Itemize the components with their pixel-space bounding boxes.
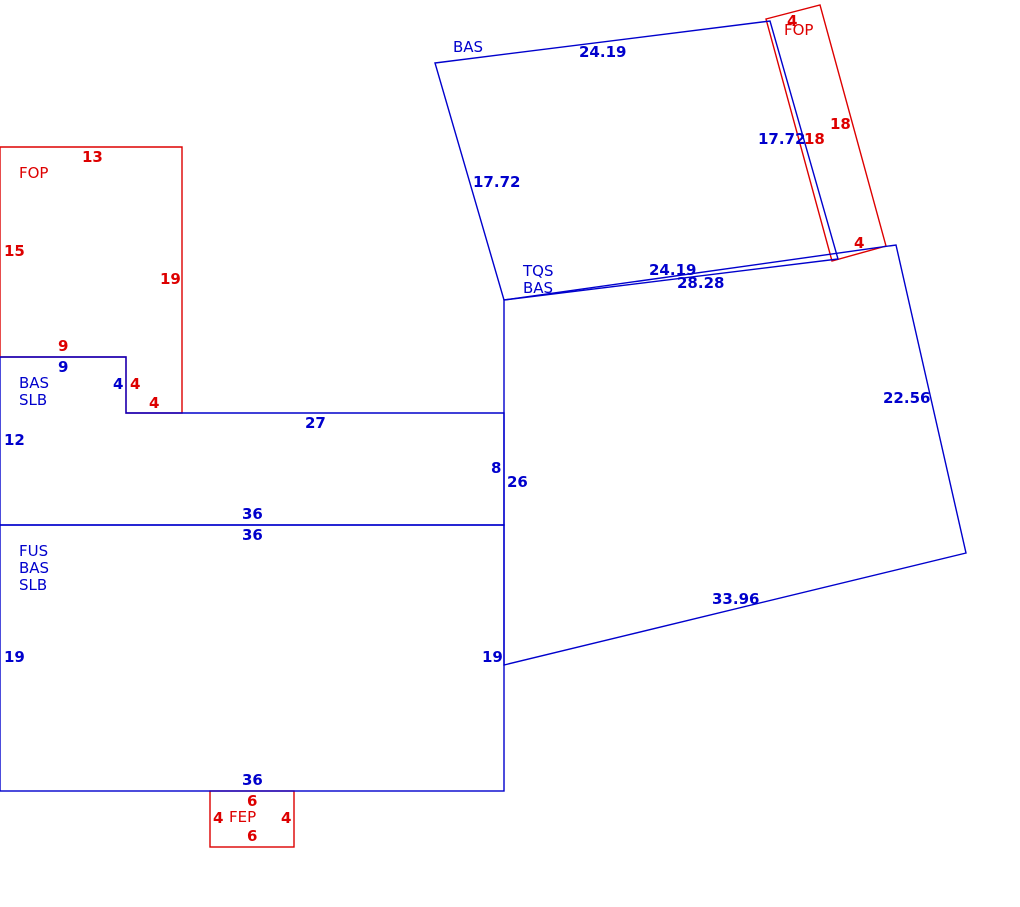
bas-right-outline — [503, 244, 967, 666]
bas-top-left-dim: 17.72 — [473, 173, 520, 191]
fop-left-notch-side-dim: 4 — [130, 375, 140, 393]
bas-upper-top-dim: 9 — [58, 358, 68, 376]
bas-right-bottom-dim: 33.96 — [712, 590, 759, 608]
slb-lower-area-label: SLB — [19, 576, 47, 594]
bas-lower-right-dim: 19 — [482, 648, 503, 666]
fep-area-label: FEP — [229, 808, 256, 826]
fop-left-notch-bottom-dim: 4 — [149, 394, 159, 412]
bas-right-right-dim: 22.56 — [883, 389, 930, 407]
bas-top-right-dim: 17.72 — [758, 130, 805, 148]
bas-right-area-label: BAS — [523, 279, 553, 297]
bas-lower-bottom-dim: 36 — [242, 771, 263, 789]
bas-top-outline — [434, 20, 839, 301]
bas-upper-area-label: BAS — [19, 374, 49, 392]
fop-right-outer-dim: 18 — [830, 115, 851, 133]
fop-left-area-label: FOP — [19, 164, 48, 182]
bas-lower-outline — [0, 524, 505, 792]
bas-upper-outline — [0, 356, 505, 526]
bas-upper-notch-dim: 4 — [113, 375, 123, 393]
fop-right-inner-dim: 18 — [804, 130, 825, 148]
fop-left-right-dim: 19 — [160, 270, 181, 288]
bas-right-top-dim: 28.28 — [677, 274, 724, 292]
fop-left-top-dim: 13 — [82, 148, 103, 166]
bas-upper-left-dim: 12 — [4, 431, 25, 449]
bas-top-bottom-dim: 24.19 — [649, 261, 696, 279]
bas-lower-left-dim: 19 — [4, 648, 25, 666]
fep-top-dim: 6 — [247, 792, 257, 810]
bas-upper-right-dim: 8 — [491, 459, 501, 477]
bas-lower-top-dim: 36 — [242, 526, 263, 544]
fop-left-bottom-dim: 9 — [58, 337, 68, 355]
fop-right-bottom-dim: 4 — [854, 234, 864, 252]
bas-top-area-label: BAS — [453, 38, 483, 56]
fop-left-left-dim: 15 — [4, 242, 25, 260]
bas-upper-bottom-dim: 36 — [242, 505, 263, 523]
tqs-area-label: TQS — [522, 262, 554, 280]
fus-area-label: FUS — [19, 542, 48, 560]
fop-right-area-label: FOP — [784, 21, 813, 39]
fep-right-dim: 4 — [281, 809, 291, 827]
bas-lower-area-label: BAS — [19, 559, 49, 577]
bas-top-top-dim: 24.19 — [579, 43, 626, 61]
fep-bottom-dim: 6 — [247, 827, 257, 845]
slb-upper-area-label: SLB — [19, 391, 47, 409]
bas-right-left-dim: 26 — [507, 473, 528, 491]
fep-left-dim: 4 — [213, 809, 223, 827]
bas-upper-step-dim: 27 — [305, 414, 326, 432]
fop-right-top-dim: 4 — [787, 12, 797, 30]
